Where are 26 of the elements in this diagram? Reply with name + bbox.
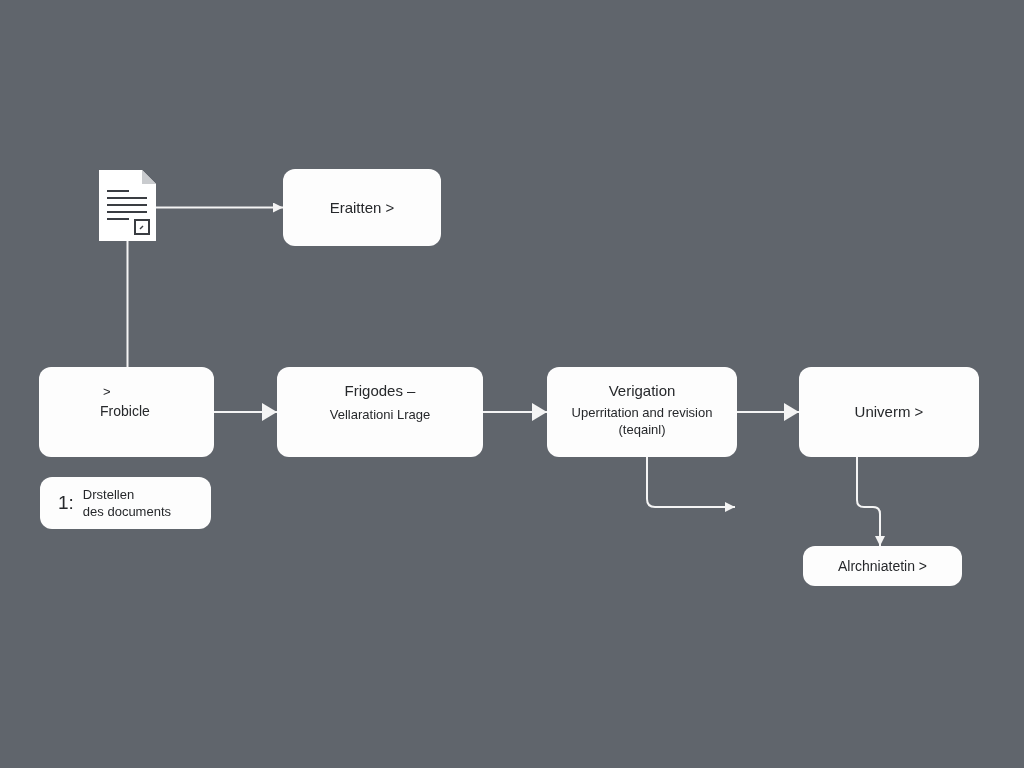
process-box <box>39 367 214 457</box>
arrow <box>155 202 284 213</box>
step-label: Eraitten > <box>329 197 395 218</box>
process-box <box>547 367 737 457</box>
process-box <box>40 477 211 529</box>
arrow <box>736 403 800 421</box>
step-title: Frigodes – <box>344 381 416 401</box>
step-label: Alrchniatetin > <box>837 557 928 576</box>
arrow <box>856 456 885 547</box>
step-label: Drstellen des documents <box>82 486 172 520</box>
step-description: Uperritation and revision (teqainl) <box>570 404 714 438</box>
step-description: Vellarationi Lrage <box>329 406 431 424</box>
process-box <box>799 367 979 457</box>
process-box <box>283 169 441 246</box>
document-icon <box>99 170 156 241</box>
step-label: Frobicle <box>100 402 150 421</box>
arrow <box>646 456 736 512</box>
step-title: Verigation <box>608 381 676 401</box>
step-number: 1: <box>58 492 74 514</box>
connector-line <box>126 240 129 368</box>
arrow <box>213 403 278 421</box>
process-box <box>277 367 483 457</box>
process-box <box>803 546 962 586</box>
arrow <box>482 403 548 421</box>
step-label: Univerm > <box>854 402 924 422</box>
chevron-glyph: > <box>102 383 111 401</box>
